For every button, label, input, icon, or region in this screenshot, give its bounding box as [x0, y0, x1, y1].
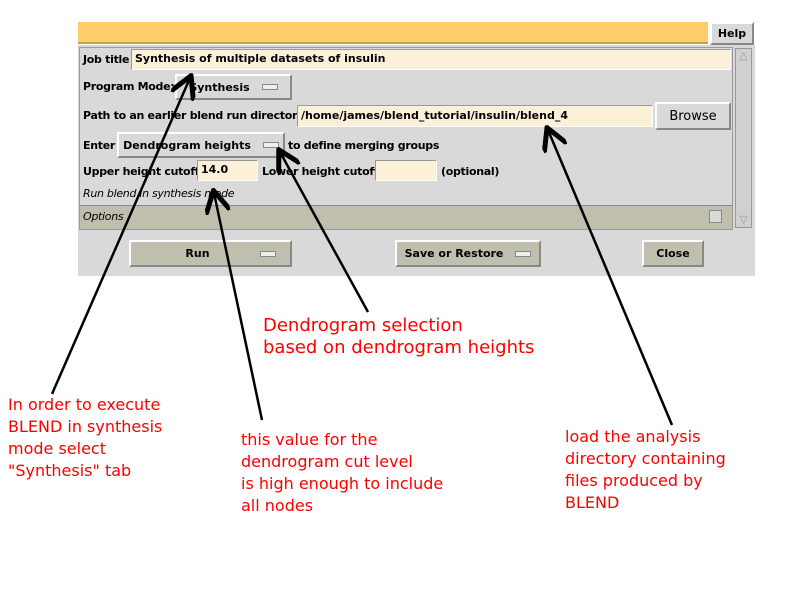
dropdown-indicator-icon	[259, 250, 276, 257]
arrow-synthesis	[50, 78, 190, 395]
close-label: Close	[656, 247, 690, 260]
path-label: Path to an earlier blend run directory	[83, 109, 305, 122]
arrow-directory	[548, 130, 674, 426]
scrollbar[interactable]: △ ▽	[735, 48, 752, 228]
job-title-input[interactable]: Synthesis of multiple datasets of insuli…	[131, 49, 731, 70]
save-restore-button[interactable]: Save or Restore	[395, 240, 541, 267]
run-label: Run	[185, 247, 210, 260]
enter-label: Enter	[83, 139, 115, 152]
upper-cutoff-label: Upper height cutoff	[83, 165, 200, 178]
arrow-cutoff	[214, 193, 264, 421]
options-toggle[interactable]	[709, 210, 722, 223]
path-input[interactable]: /home/james/blend_tutorial/insulin/blend…	[297, 105, 653, 127]
scroll-up-icon[interactable]: △	[739, 49, 748, 62]
dropdown-indicator-icon	[261, 84, 278, 90]
browse-label: Browse	[669, 108, 717, 124]
arrow-dendrogram	[280, 152, 370, 313]
program-mode-label: Program Mode:	[83, 80, 175, 93]
title-bar	[78, 22, 708, 44]
mode-note: Run blend in synthesis mode	[83, 187, 235, 200]
grouping-method-value: Dendrogram heights	[123, 138, 251, 152]
browse-button[interactable]: Browse	[655, 102, 731, 130]
lower-cutoff-input[interactable]	[375, 160, 437, 181]
dropdown-indicator-icon	[515, 250, 532, 257]
run-button[interactable]: Run	[129, 240, 292, 267]
enter-suffix: to define merging groups	[288, 139, 440, 152]
options-label: Options	[83, 210, 124, 223]
grouping-method-dropdown[interactable]: Dendrogram heights	[117, 132, 285, 158]
help-button[interactable]: Help	[710, 22, 754, 45]
form-area	[79, 47, 733, 230]
upper-cutoff-input[interactable]: 14.0	[197, 160, 258, 181]
optional-label: (optional)	[441, 165, 500, 178]
scroll-down-icon[interactable]: ▽	[739, 213, 748, 226]
program-mode-dropdown[interactable]: Synthesis	[175, 74, 292, 100]
program-mode-value: Synthesis	[189, 80, 250, 94]
job-title-label: Job title	[83, 53, 130, 66]
close-button[interactable]: Close	[642, 240, 704, 267]
dropdown-indicator-icon	[262, 142, 279, 148]
options-bar[interactable]	[80, 205, 732, 229]
save-restore-label: Save or Restore	[404, 247, 504, 260]
